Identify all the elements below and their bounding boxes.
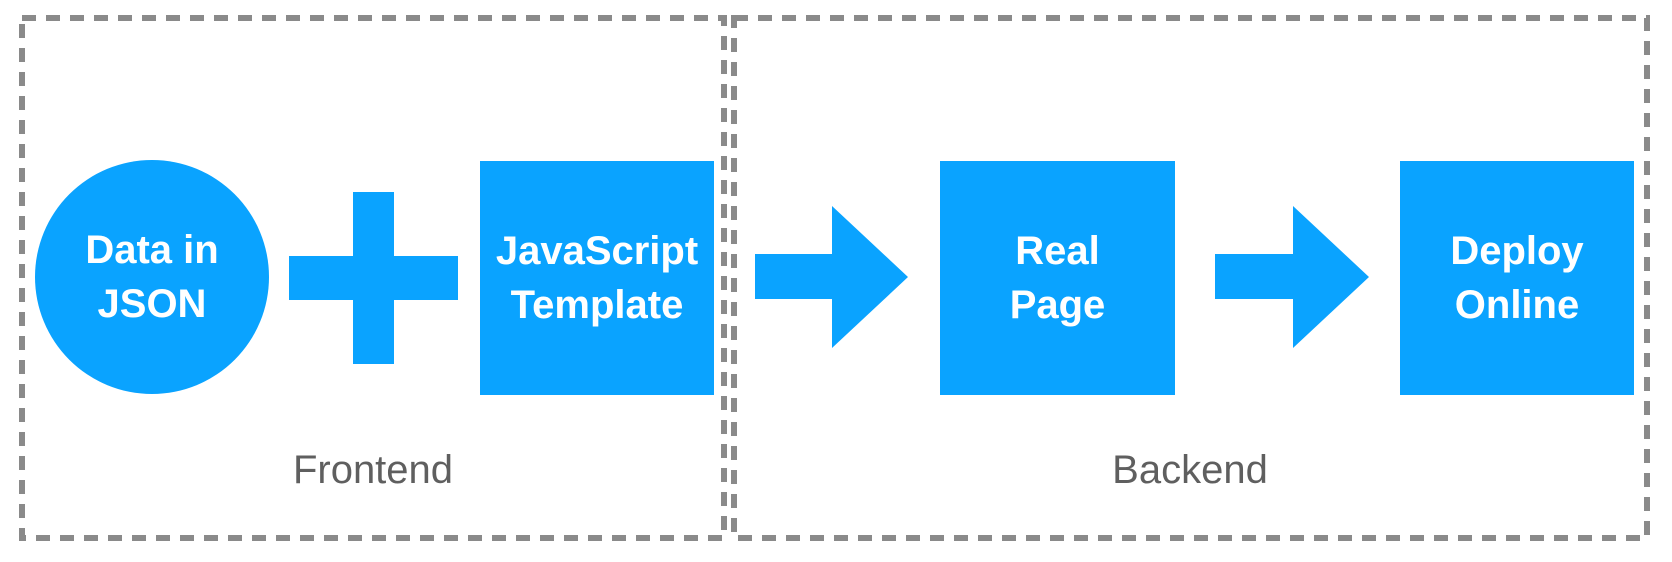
frontend-group-border xyxy=(19,15,727,541)
javascript-template-node xyxy=(480,161,714,395)
real-page-label: Real Page xyxy=(940,161,1175,395)
deploy-online-line1: Deploy xyxy=(1450,229,1584,273)
javascript-template-line2: Template xyxy=(510,283,684,327)
deploy-online-label: Deploy Online xyxy=(1400,161,1634,395)
backend-group-label: Backend xyxy=(1112,448,1268,492)
javascript-template-line1: JavaScript xyxy=(495,229,699,273)
frontend-group-label: Frontend xyxy=(292,448,454,492)
javascript-template-label: JavaScript Template xyxy=(480,161,714,395)
data-in-json-node xyxy=(35,160,269,394)
right-arrow-icon xyxy=(1215,206,1369,348)
real-page-node xyxy=(940,161,1175,395)
data-in-json-line2: JSON xyxy=(97,282,207,326)
real-page-line2: Page xyxy=(1009,283,1106,327)
deploy-online-line2: Online xyxy=(1454,283,1580,327)
deploy-online-node xyxy=(1400,161,1634,395)
backend-group-border xyxy=(731,15,1650,541)
plus-icon xyxy=(289,192,458,364)
real-page-line1: Real xyxy=(1015,229,1100,273)
right-arrow-icon xyxy=(755,206,908,348)
data-in-json-line1: Data in xyxy=(85,228,219,272)
data-in-json-label: Data in JSON xyxy=(42,160,262,394)
